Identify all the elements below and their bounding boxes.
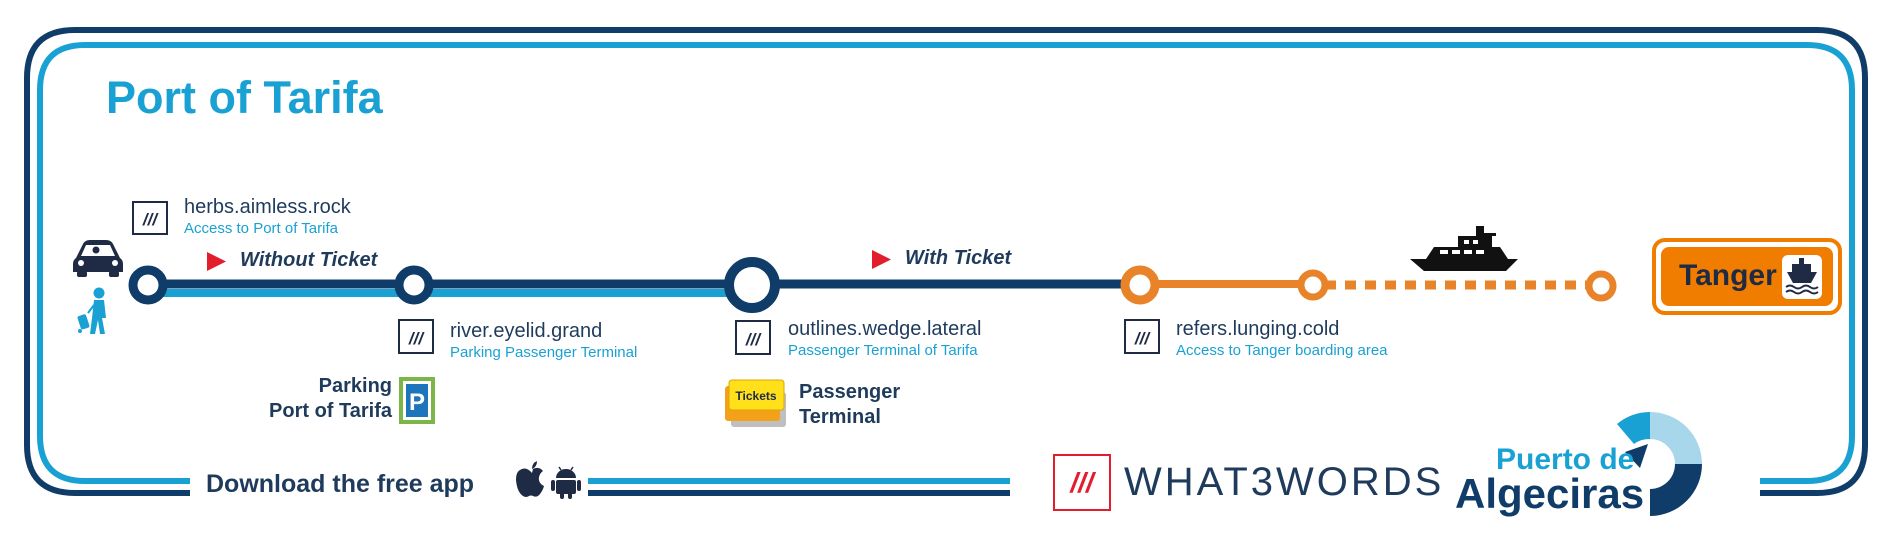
waypoint-w3w: herbs.aimless.rock bbox=[184, 196, 351, 218]
parking-sign-icon: P bbox=[399, 377, 435, 424]
stop-parking bbox=[394, 265, 434, 305]
android-icon bbox=[551, 466, 581, 499]
svg-text:///: /// bbox=[1134, 329, 1151, 348]
stop-boarding bbox=[1120, 265, 1160, 305]
stops bbox=[128, 257, 1617, 313]
waypoint-w3w: river.eyelid.grand bbox=[450, 320, 603, 342]
leg-without-ticket: Without Ticket bbox=[240, 249, 378, 271]
parking-label-line2: Port of Tarifa bbox=[269, 400, 392, 422]
puerto-algeciras-logo-icon bbox=[1617, 412, 1702, 516]
svg-text:///: /// bbox=[142, 210, 159, 229]
frame-inner bbox=[37, 42, 1855, 484]
what3words-brand: WHAT3WORDS bbox=[1124, 460, 1445, 504]
waypoint-description: Access to Tanger boarding area bbox=[1176, 342, 1388, 359]
waypoint-w3w: refers.lunging.cold bbox=[1176, 318, 1340, 340]
traveller-with-luggage-icon bbox=[77, 287, 106, 334]
ferry-icon bbox=[1410, 226, 1518, 271]
stop-ferry-end bbox=[1585, 270, 1617, 302]
waypoint-description: Access to Port of Tarifa bbox=[184, 220, 338, 237]
waypoint-description: Parking Passenger Terminal bbox=[450, 344, 638, 361]
waypoint-w3w: outlines.wedge.lateral bbox=[788, 318, 982, 340]
frame-outer bbox=[24, 27, 1868, 496]
page-title: Port of Tarifa bbox=[106, 72, 383, 123]
leg-with-ticket: With Ticket bbox=[905, 247, 1012, 269]
what3words-slashes-icon: /// bbox=[132, 201, 168, 235]
parking-label-line1: Parking bbox=[318, 375, 392, 397]
download-app-text: Download the free app bbox=[206, 470, 475, 498]
what3words-slashes-icon: /// bbox=[1124, 319, 1160, 354]
play-arrow-icon bbox=[207, 252, 226, 271]
stop-start bbox=[128, 265, 168, 305]
terminal-label-line2: Terminal bbox=[799, 406, 881, 428]
port-authority-line2: Algeciras bbox=[1455, 470, 1645, 517]
terminal-label-line1: Passenger bbox=[799, 381, 901, 403]
waypoint-passenger-terminal: outlines.wedge.lateral Passenger Termina… bbox=[788, 318, 981, 359]
waypoint-parking-terminal: river.eyelid.grand Parking Passenger Ter… bbox=[450, 320, 637, 361]
tickets-label: Tickets bbox=[735, 389, 776, 403]
waypoint-description: Passenger Terminal of Tarifa bbox=[788, 342, 978, 359]
tickets-icon: Tickets bbox=[725, 379, 786, 427]
frame bbox=[24, 27, 1868, 496]
waypoint-access-port: herbs.aimless.rock Access to Port of Tar… bbox=[184, 196, 351, 237]
svg-text:///: /// bbox=[745, 330, 762, 349]
play-arrow-icon bbox=[872, 250, 891, 269]
waypoint-boarding-area: refers.lunging.cold Access to Tanger boa… bbox=[1176, 318, 1388, 359]
destination-label: Tanger bbox=[1679, 259, 1777, 292]
stop-terminal bbox=[724, 257, 780, 313]
stop-ferry-start bbox=[1297, 269, 1329, 301]
parking-label: Parking Port of Tarifa bbox=[269, 374, 392, 424]
what3words-logo-icon: /// bbox=[1053, 454, 1111, 511]
svg-text:///: /// bbox=[408, 329, 425, 348]
terminal-label: Passenger Terminal bbox=[799, 380, 900, 430]
parking-sign-letter: P bbox=[409, 389, 425, 416]
what3words-slashes-icon: /// bbox=[735, 320, 771, 355]
port-authority-line1: Puerto de bbox=[1496, 443, 1635, 476]
apple-icon bbox=[516, 461, 544, 497]
ship-icon bbox=[1785, 258, 1819, 295]
svg-text:///: /// bbox=[1068, 467, 1097, 498]
what3words-slashes-icon: /// bbox=[398, 319, 434, 354]
route bbox=[148, 279, 1590, 297]
car-icon bbox=[73, 240, 123, 277]
